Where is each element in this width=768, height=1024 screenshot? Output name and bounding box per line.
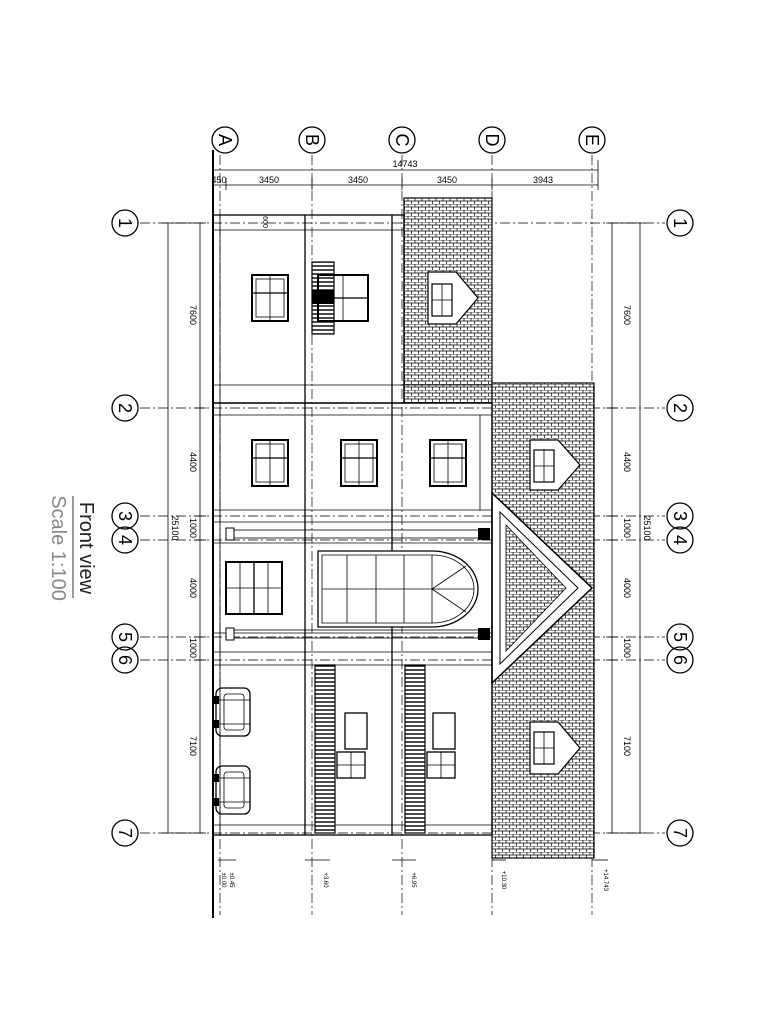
grid-bubble-right-1: 1 [666,209,694,237]
svg-text:1: 1 [670,218,690,228]
dim-left-3: 4000 [188,578,198,598]
svg-text:7: 7 [670,828,690,838]
svg-text:3: 3 [670,511,690,521]
svg-text:6: 6 [115,655,135,665]
level-5: +14.743 [602,869,608,892]
grid-bubble-d: D [478,126,506,154]
svg-text:6: 6 [670,655,690,665]
svg-text:5: 5 [115,632,135,642]
grid-bubble-right-7: 7 [666,819,694,847]
svg-text:7: 7 [115,828,135,838]
grid-bubble-right-4: 4 [666,526,694,554]
dim-top-0: 450 [211,175,226,185]
window-mid-2 [340,439,378,487]
dim-right-2: 1000 [622,518,632,538]
svg-text:C: C [392,134,412,147]
dim-left-0: 7600 [188,305,198,325]
car-upper [214,687,251,737]
svg-text:D: D [482,134,502,147]
window-top-2-shutters [311,261,369,335]
svg-text:A: A [215,134,235,146]
dormer-lower [529,721,581,775]
level-3: +6.95 [410,872,416,888]
dim-left-5: 7100 [188,736,198,756]
grid-bubble-left-4: 4 [111,526,139,554]
arched-window [317,550,479,628]
grid-bubble-right-3: 3 [666,502,694,530]
left-dimension-chain [162,222,206,834]
level-2: +3.60 [322,872,328,888]
dim-top-1: 3450 [259,175,279,185]
dim-left-4: 1000 [188,638,198,658]
grid-bubble-a: A [211,126,239,154]
dim-right-1: 4400 [622,452,632,472]
dormer-upper [427,271,479,325]
dim-right-4: 1000 [622,638,632,658]
right-dimension-chain [606,222,646,834]
grid-bubble-left-6: 6 [111,646,139,674]
grid-bubble-left-2: 2 [111,394,139,422]
svg-text:5: 5 [670,632,690,642]
grid-bubble-right-2: 2 [666,394,694,422]
entrance-door [225,561,283,615]
grid-bubble-c: C [388,126,416,154]
car-lower [214,765,251,815]
dim-left-total: 25100 [170,515,180,540]
dim-right-3: 4000 [622,578,632,598]
svg-text:B: B [302,134,322,146]
svg-text:4: 4 [670,535,690,545]
grid-bubble-left-3: 3 [111,502,139,530]
svg-text:2: 2 [115,403,135,413]
window-mid-3 [429,439,467,487]
level-4: +10.30 [500,871,506,890]
entrance-columns [225,527,490,641]
dim-right-5: 7100 [622,736,632,756]
dim-top-2: 3450 [348,175,368,185]
lower-shutter-left [314,664,368,834]
grid-bubble-right-6: 6 [666,646,694,674]
window-top-1 [251,274,289,322]
drawing-scale: Scale 1:100 [47,495,69,601]
dim-left-1: 4400 [188,452,198,472]
grid-bubble-e: E [578,126,606,154]
grid-bubble-right-5: 5 [666,623,694,651]
entrance-gable [491,491,594,685]
svg-text:4: 4 [115,535,135,545]
level-0: ±0.00 [220,873,226,889]
dim-right-0: 7600 [622,305,632,325]
dim-right-total: 25100 [642,515,652,540]
grid-bubble-left-1: 1 [111,209,139,237]
window-mid-1 [251,439,289,487]
grid-bubble-b: B [298,126,326,154]
dim-top-4: 3943 [533,175,553,185]
level-1: ±0.45 [228,873,234,889]
dim-top-3: 3450 [437,175,457,185]
small-dim-note: 600 [261,216,268,228]
svg-text:3: 3 [115,511,135,521]
overall-dimension-label: 14743 [392,159,417,169]
lower-shutter-right [404,664,456,834]
grid-bubble-left-5: 5 [111,623,139,651]
building-walls [212,150,493,918]
dormer-mid [529,439,581,491]
svg-text:E: E [582,134,602,146]
drawing-title: Front view [75,502,97,595]
dim-left-2: 1000 [188,518,198,538]
svg-text:1: 1 [115,218,135,228]
grid-bubble-left-7: 7 [111,819,139,847]
svg-text:2: 2 [670,403,690,413]
